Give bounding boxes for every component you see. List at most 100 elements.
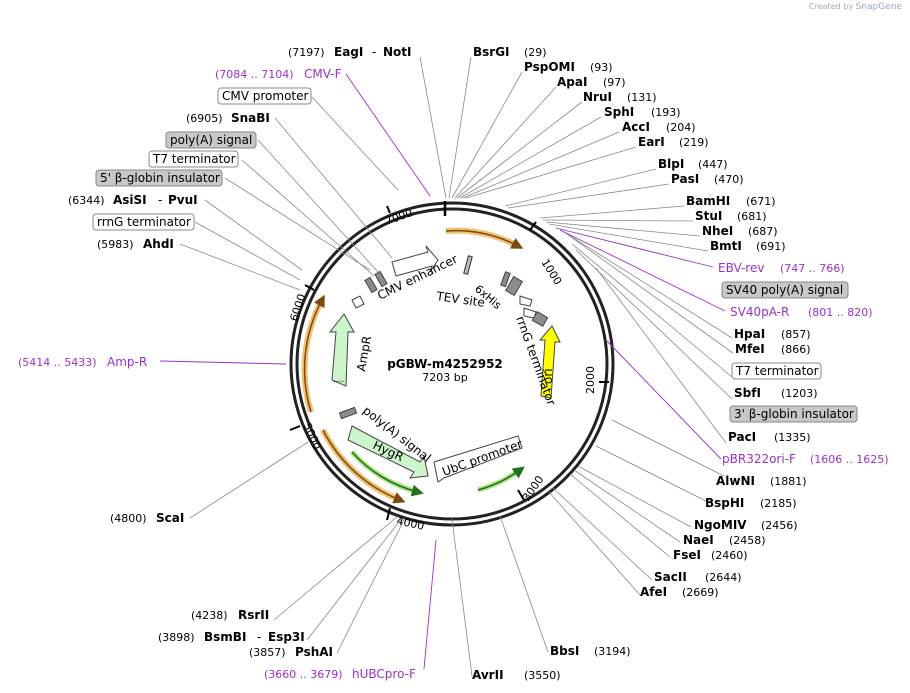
svg-text:SphI: SphI (604, 105, 634, 119)
svg-text:(3857): (3857) (249, 646, 286, 659)
site-paci: PacI(1335) (728, 430, 811, 444)
svg-text:(2458): (2458) (729, 534, 766, 547)
svg-text:(93): (93) (590, 61, 613, 74)
svg-text:pBR322ori-F: pBR322ori-F (722, 452, 796, 466)
svg-text:(1881): (1881) (770, 475, 807, 488)
svg-text:(7084 .. 7104): (7084 .. 7104) (215, 68, 294, 81)
site-acci: AccI(204) (622, 120, 696, 134)
svg-text:RsrII: RsrII (238, 608, 269, 622)
svg-text:(2644): (2644) (705, 571, 742, 584)
svg-text:-: - (158, 193, 162, 207)
site-sbfi: SbfI(1203) (734, 386, 818, 400)
svg-text:Amp-R: Amp-R (107, 355, 147, 369)
svg-text:EagI: EagI (334, 45, 363, 59)
ori-arrow (538, 325, 561, 399)
his-box (500, 271, 511, 288)
site-apai: ApaI(97) (557, 75, 626, 89)
svg-text:NgoMIV: NgoMIV (694, 518, 747, 532)
watermark-prefix: Created by (809, 2, 854, 11)
site-pshai: (3857)PshAI (249, 645, 333, 659)
svg-text:hUBCpro-F: hUBCpro-F (352, 667, 416, 681)
site-bbsi: BbsI(3194) (550, 644, 631, 658)
label-polya-upper: poly(A) signal (165, 131, 257, 149)
site-pspomi: PspOMI(93) (524, 60, 613, 74)
sv40-box (504, 275, 524, 297)
svg-text:ScaI: ScaI (156, 511, 184, 525)
plasmid-length: 7203 bp (422, 371, 467, 384)
tev-site-label: TEV site (435, 289, 486, 310)
svg-text:HpaI: HpaI (734, 327, 765, 341)
svg-text:(2460): (2460) (711, 549, 748, 562)
snapgene-watermark: Created by SnapGene (809, 2, 902, 12)
insulator-box-right (531, 310, 549, 328)
svg-text:AccI: AccI (622, 120, 650, 134)
svg-text:(29): (29) (524, 46, 547, 59)
ubc-promoter-arrow (433, 435, 523, 483)
svg-text:(3898): (3898) (158, 631, 195, 644)
primer-ebv-rev: EBV-rev(747 .. 766) (718, 261, 845, 275)
svg-text:MfeI: MfeI (735, 342, 765, 356)
center-title: pGBW-m4252952 7203 bp (387, 357, 503, 384)
svg-text:(3194): (3194) (594, 645, 631, 658)
ori-label: ori (541, 368, 555, 384)
svg-text:Esp3I: Esp3I (268, 630, 305, 644)
primer-sv40pa-r: SV40pA-R(801 .. 820) (730, 305, 873, 319)
tick-label-2000: 2000 (584, 366, 597, 394)
svg-text:SV40pA-R: SV40pA-R (730, 305, 789, 319)
svg-text:NaeI: NaeI (683, 533, 714, 547)
site-mfei: MfeI(866) (735, 342, 811, 356)
svg-text:(857): (857) (781, 328, 811, 341)
svg-text:AhdI: AhdI (143, 237, 174, 251)
svg-text:BsmBI: BsmBI (204, 630, 246, 644)
svg-text:(671): (671) (746, 195, 776, 208)
svg-text:SV40 poly(A) signal: SV40 poly(A) signal (726, 283, 843, 297)
svg-text:EarI: EarI (638, 135, 665, 149)
svg-text:rrnG terminator: rrnG terminator (97, 215, 191, 229)
leader-lines (179, 56, 734, 677)
svg-text:(7197): (7197) (288, 46, 325, 59)
svg-text:(2185): (2185) (760, 497, 797, 510)
site-eagi-noti: (7197)EagI-NotI (288, 45, 412, 59)
svg-text:T7 terminator: T7 terminator (152, 152, 236, 166)
svg-text:(2456): (2456) (761, 519, 798, 532)
svg-text:StuI: StuI (695, 209, 722, 223)
svg-text:(1203): (1203) (781, 387, 818, 400)
label-t7-right: T7 terminator (731, 362, 822, 380)
site-fsei: FseI(2460) (673, 548, 748, 562)
svg-text:T7 terminator: T7 terminator (735, 364, 819, 378)
cmv-enhancer-arrow (391, 245, 439, 277)
svg-text:AfeI: AfeI (640, 585, 667, 599)
ampr-arrow (328, 313, 355, 387)
svg-text:SnaBI: SnaBI (231, 111, 270, 125)
svg-text:EBV-rev: EBV-rev (718, 261, 764, 275)
watermark-brand: SnapGene (855, 2, 902, 12)
svg-text:(4800): (4800) (110, 512, 147, 525)
svg-text:PasI: PasI (671, 172, 699, 186)
svg-text:BlpI: BlpI (658, 157, 684, 171)
svg-text:(5983): (5983) (97, 238, 134, 251)
site-sphi: SphI (193) (604, 105, 681, 119)
left-site-labels: (7197)EagI-NotI (6905)SnaBI (6344)AsiSI-… (68, 45, 412, 659)
svg-text:(6344): (6344) (68, 194, 105, 207)
site-avrii: AvrII(3550) (472, 668, 561, 682)
svg-text:AsiSI: AsiSI (113, 193, 147, 207)
site-naei: NaeI (2458) (683, 533, 766, 547)
site-bamhi: BamHI(671) (686, 194, 776, 208)
primer-pbr322ori-f: pBR322ori-F(1606 .. 1625) (722, 452, 889, 466)
svg-text:BsrGI: BsrGI (473, 45, 510, 59)
site-blpi: BlpI(447) (658, 157, 728, 171)
svg-text:AlwNI: AlwNI (716, 474, 755, 488)
site-bsmbi-esp3i: (3898)BsmBI-Esp3I (158, 630, 305, 644)
tick-label-1000: 1000 (538, 257, 564, 288)
svg-text:(687): (687) (748, 225, 778, 238)
svg-text:(219): (219) (679, 136, 709, 149)
svg-text:5' β-globin insulator: 5' β-globin insulator (100, 171, 220, 185)
svg-text:NruI: NruI (583, 90, 612, 104)
t7-arrow-right (519, 295, 533, 307)
svg-text:CMV promoter: CMV promoter (222, 89, 309, 103)
right-site-labels: BsrGI(29) PspOMI(93) ApaI(97) NruI(131) … (472, 45, 818, 682)
polya-box-lower (338, 406, 358, 420)
outer-feature-arcs (301, 227, 525, 504)
svg-text:(193): (193) (651, 106, 681, 119)
ampr-label: AmpR (354, 335, 374, 373)
